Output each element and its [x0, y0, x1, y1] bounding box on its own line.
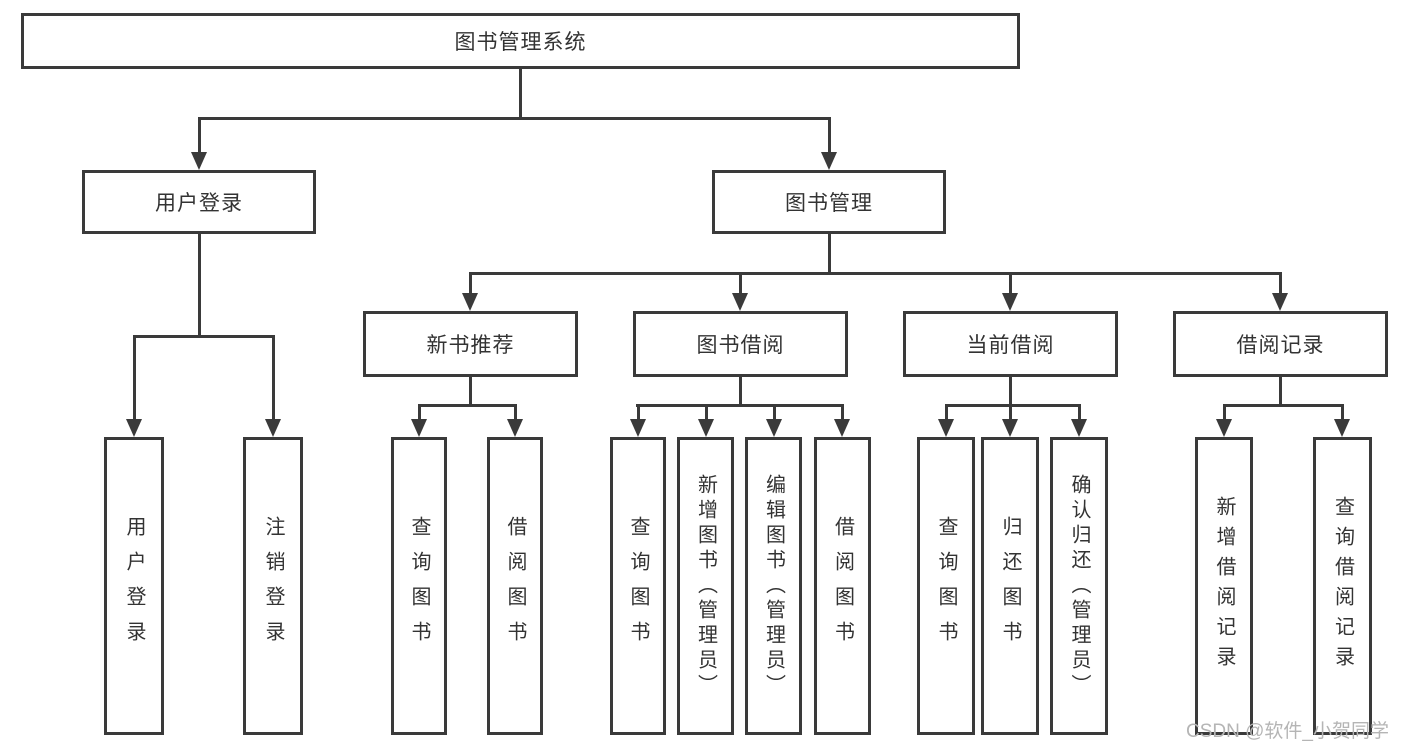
arrow-stem [1009, 404, 1012, 421]
leaf-query-books-2: 查询图书 [610, 437, 666, 735]
leaf-add-borrow-record-label: 新增借阅记录 [1213, 496, 1235, 676]
connector-new-book-split [418, 404, 517, 407]
connector-user-login-stem [198, 234, 201, 337]
node-current-borrow-label: 当前借阅 [966, 334, 1055, 357]
leaf-logout: 注销登录 [243, 437, 303, 735]
leaf-confirm-return-admin: 确认归还（管理员） [1050, 437, 1108, 735]
node-user-login-label: 用户登录 [155, 192, 243, 215]
arrow-stem [945, 404, 948, 421]
arrow-down-icon [1334, 419, 1350, 437]
arrow-down-icon [630, 419, 646, 437]
leaf-borrow-books-2-label: 借阅图书 [831, 516, 854, 656]
arrow-stem [418, 404, 421, 421]
arrow-stem [705, 404, 708, 421]
leaf-query-books-2-label: 查询图书 [627, 516, 649, 656]
node-book-borrow: 图书借阅 [633, 311, 848, 377]
connector-current-borrow-split [945, 404, 1081, 407]
leaf-logout-label: 注销登录 [262, 516, 284, 656]
leaf-add-books-admin-label: 新增图书（管理员） [694, 473, 717, 699]
arrow-down-icon [1216, 419, 1232, 437]
node-user-login: 用户登录 [82, 170, 316, 234]
leaf-borrow-books-2: 借阅图书 [814, 437, 871, 735]
leaf-borrow-books-1-label: 借阅图书 [504, 516, 526, 656]
leaf-edit-books-admin-label: 编辑图书（管理员） [762, 473, 785, 699]
arrow-stem [272, 335, 275, 421]
leaf-query-books-3-label: 查询图书 [935, 516, 957, 656]
arrow-stem [637, 404, 640, 421]
connector-user-login-split [133, 335, 275, 338]
node-book-borrow-label: 图书借阅 [696, 334, 785, 357]
connector-new-book-stem [469, 377, 472, 407]
leaf-query-books-1: 查询图书 [391, 437, 447, 735]
node-new-book-recommend-label: 新书推荐 [426, 334, 515, 357]
arrow-stem [469, 272, 472, 295]
connector-root-stem [519, 69, 522, 117]
connector-book-borrow-split [636, 404, 844, 407]
leaf-user-login-label: 用户登录 [123, 516, 145, 656]
arrow-down-icon [1002, 419, 1018, 437]
leaf-add-borrow-record: 新增借阅记录 [1195, 437, 1253, 735]
arrow-down-icon [1272, 293, 1288, 311]
arrow-stem [514, 404, 517, 421]
arrow-stem [1279, 272, 1282, 295]
arrow-stem [198, 117, 201, 154]
connector-root-split [198, 117, 831, 120]
leaf-user-login: 用户登录 [104, 437, 164, 735]
connector-borrow-records-stem [1279, 377, 1282, 407]
arrow-down-icon [698, 419, 714, 437]
connector-book-mgmt-stem [828, 234, 831, 275]
arrow-down-icon [821, 152, 837, 170]
arrow-down-icon [411, 419, 427, 437]
leaf-edit-books-admin: 编辑图书（管理员） [745, 437, 802, 735]
arrow-down-icon [1071, 419, 1087, 437]
arrow-stem [828, 117, 831, 154]
arrow-down-icon [462, 293, 478, 311]
leaf-confirm-return-admin-label: 确认归还（管理员） [1068, 473, 1090, 699]
leaf-add-books-admin: 新增图书（管理员） [677, 437, 734, 735]
arrow-down-icon [732, 293, 748, 311]
connector-current-borrow-stem [1009, 377, 1012, 407]
arrow-stem [1078, 404, 1081, 421]
arrow-down-icon [191, 152, 207, 170]
arrow-down-icon [126, 419, 142, 437]
node-root: 图书管理系统 [21, 13, 1020, 69]
arrow-down-icon [265, 419, 281, 437]
arrow-down-icon [938, 419, 954, 437]
leaf-query-books-1-label: 查询图书 [408, 516, 430, 656]
node-book-management-label: 图书管理 [785, 192, 873, 215]
arrow-stem [841, 404, 844, 421]
arrow-stem [773, 404, 776, 421]
leaf-query-borrow-record-label: 查询借阅记录 [1331, 496, 1354, 676]
arrow-stem [739, 272, 742, 295]
leaf-return-books-label: 归还图书 [999, 516, 1021, 656]
node-borrow-records-label: 借阅记录 [1236, 334, 1325, 357]
arrow-down-icon [766, 419, 782, 437]
arrow-down-icon [834, 419, 850, 437]
arrow-down-icon [507, 419, 523, 437]
node-new-book-recommend: 新书推荐 [363, 311, 578, 377]
node-book-management: 图书管理 [712, 170, 946, 234]
node-root-label: 图书管理系统 [454, 31, 587, 54]
connector-borrow-records-split [1223, 404, 1344, 407]
leaf-query-borrow-record: 查询借阅记录 [1313, 437, 1372, 735]
arrow-stem [1009, 272, 1012, 295]
arrow-down-icon [1002, 293, 1018, 311]
node-borrow-records: 借阅记录 [1173, 311, 1388, 377]
node-current-borrow: 当前借阅 [903, 311, 1118, 377]
arrow-stem [1223, 404, 1226, 421]
leaf-borrow-books-1: 借阅图书 [487, 437, 543, 735]
leaf-return-books: 归还图书 [981, 437, 1039, 735]
leaf-query-books-3: 查询图书 [917, 437, 975, 735]
csdn-watermark: CSDN @软件_小贺同学 [1186, 721, 1389, 742]
connector-book-borrow-stem [739, 377, 742, 407]
connector-book-mgmt-split [469, 272, 1282, 275]
arrow-stem [1341, 404, 1344, 421]
arrow-stem [133, 335, 136, 421]
